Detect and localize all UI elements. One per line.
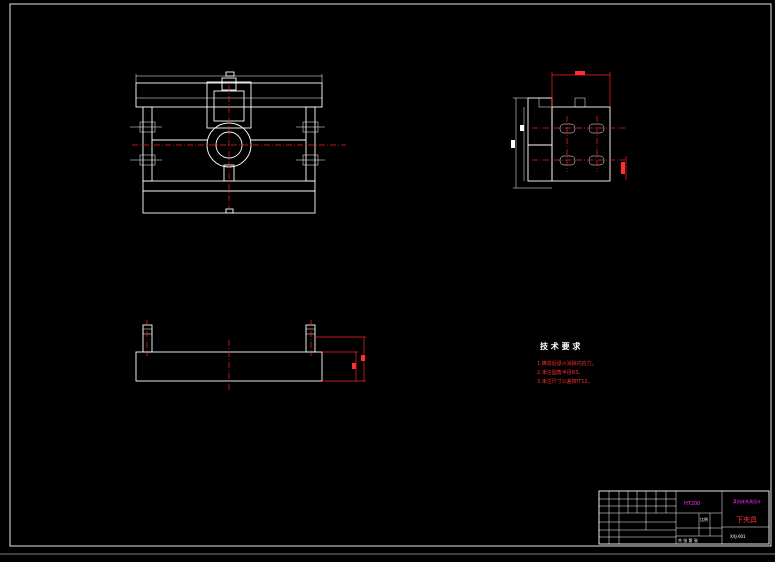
title-block-material: HT200 bbox=[684, 501, 700, 507]
tech-requirements: 技 术 要 求 1.铸造后退火消除内应力。 2.未注圆角半径R3。 3.未注尺寸… bbox=[537, 341, 597, 385]
side-view bbox=[511, 71, 627, 189]
title-block-project: 某机床夹具设计 bbox=[733, 498, 761, 504]
title-block-part-name: 下夹具 bbox=[736, 515, 757, 524]
title-block-drawing-no: XXJ-001 bbox=[730, 534, 746, 539]
tech-req-item-1: 1.铸造后退火消除内应力。 bbox=[537, 360, 597, 367]
tech-req-item-3: 3.未注尺寸公差按IT12。 bbox=[537, 378, 593, 385]
title-block-sheet-label: 共 张 第 张 bbox=[678, 537, 698, 543]
drawing-border bbox=[9, 3, 772, 547]
tech-req-item-2: 2.未注圆角半径R3。 bbox=[537, 369, 583, 376]
title-block-scale-label: 比例 bbox=[700, 516, 708, 522]
tech-req-title: 技 术 要 求 bbox=[540, 341, 581, 351]
top-view bbox=[135, 320, 366, 392]
title-block: HT200 某机床夹具设计 下夹具 XXJ-001 比例 共 张 第 张 bbox=[598, 490, 770, 545]
front-view bbox=[130, 71, 346, 214]
